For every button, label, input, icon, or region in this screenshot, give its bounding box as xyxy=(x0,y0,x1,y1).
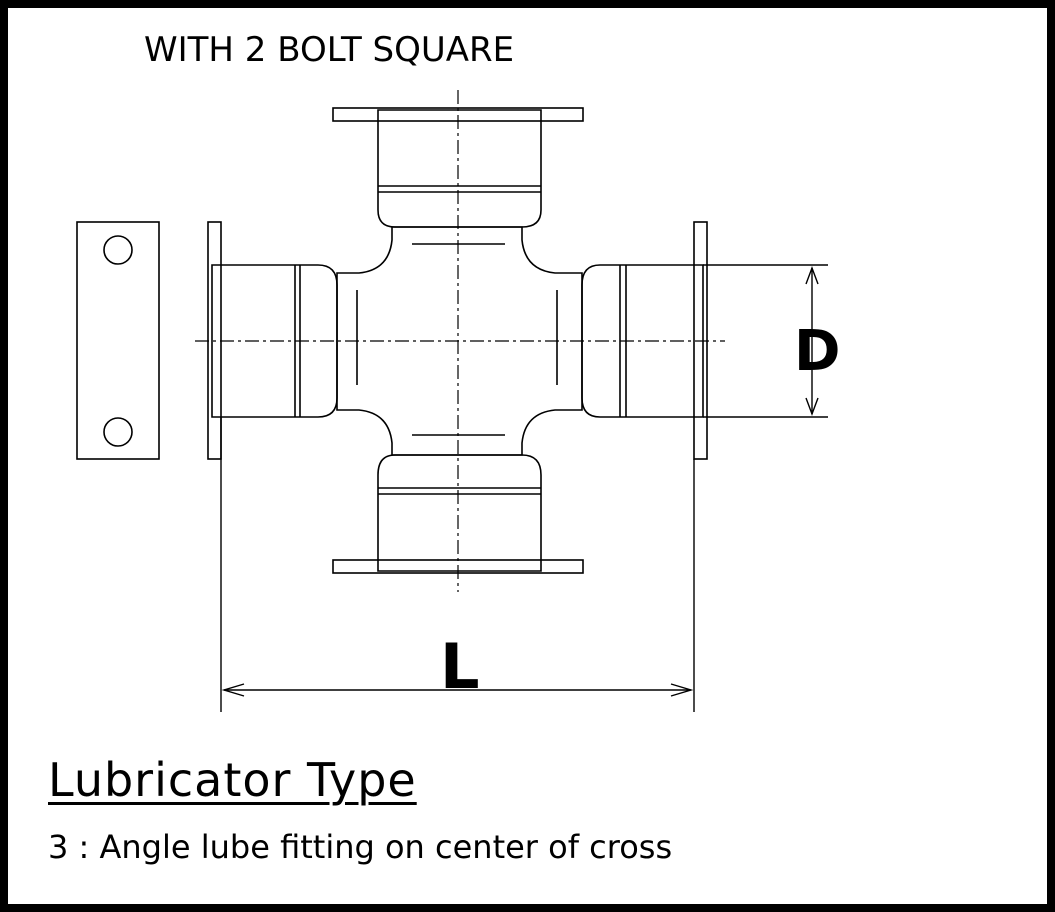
dimension-l-label: L xyxy=(440,630,480,703)
lubricator-type-description: 3 : Angle lube fitting on center of cros… xyxy=(48,828,673,866)
dimension-l xyxy=(220,417,695,712)
drawing-sheet: D L WITH 2 BOLT SQUARE Lubricator Type 3… xyxy=(8,8,1047,904)
bolt-hole-top xyxy=(103,235,133,265)
bolt-hole-bottom xyxy=(103,417,133,447)
lubricator-type-title: Lubricator Type xyxy=(48,753,417,807)
dimension-d xyxy=(703,264,828,418)
universal-joint-drawing: D L xyxy=(76,90,840,712)
bolt-plate xyxy=(76,221,160,460)
dimension-d-label: D xyxy=(794,319,840,384)
drawing-heading: WITH 2 BOLT SQUARE xyxy=(144,30,515,70)
center-lines xyxy=(195,90,725,592)
